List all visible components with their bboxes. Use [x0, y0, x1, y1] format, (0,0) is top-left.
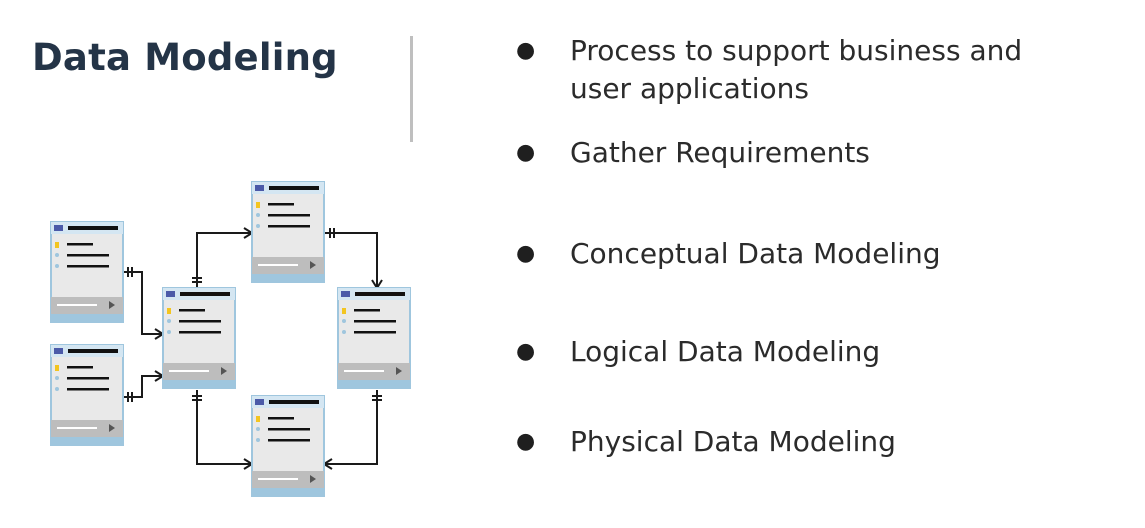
- bullet-dot: ●: [516, 339, 536, 364]
- bullet-dot: ●: [516, 38, 536, 63]
- bullet-item: ● Conceptual Data Modeling: [516, 235, 1076, 273]
- bullet-item: ● Process to support business and user a…: [516, 34, 1023, 105]
- bullet-dot: ●: [516, 429, 536, 454]
- bullet-item: ● Gather Requirements: [516, 134, 1076, 172]
- bullet-item: ● Logical Data Modeling: [516, 333, 1076, 371]
- slide-title: Data Modeling: [32, 36, 338, 79]
- bullet-dot: ●: [516, 140, 536, 165]
- bullet-dot: ●: [516, 241, 536, 266]
- bullet-item: ● Physical Data Modeling: [516, 423, 1076, 461]
- entity-relationship-diagram-icon: [50, 181, 411, 497]
- vertical-divider: [410, 36, 413, 142]
